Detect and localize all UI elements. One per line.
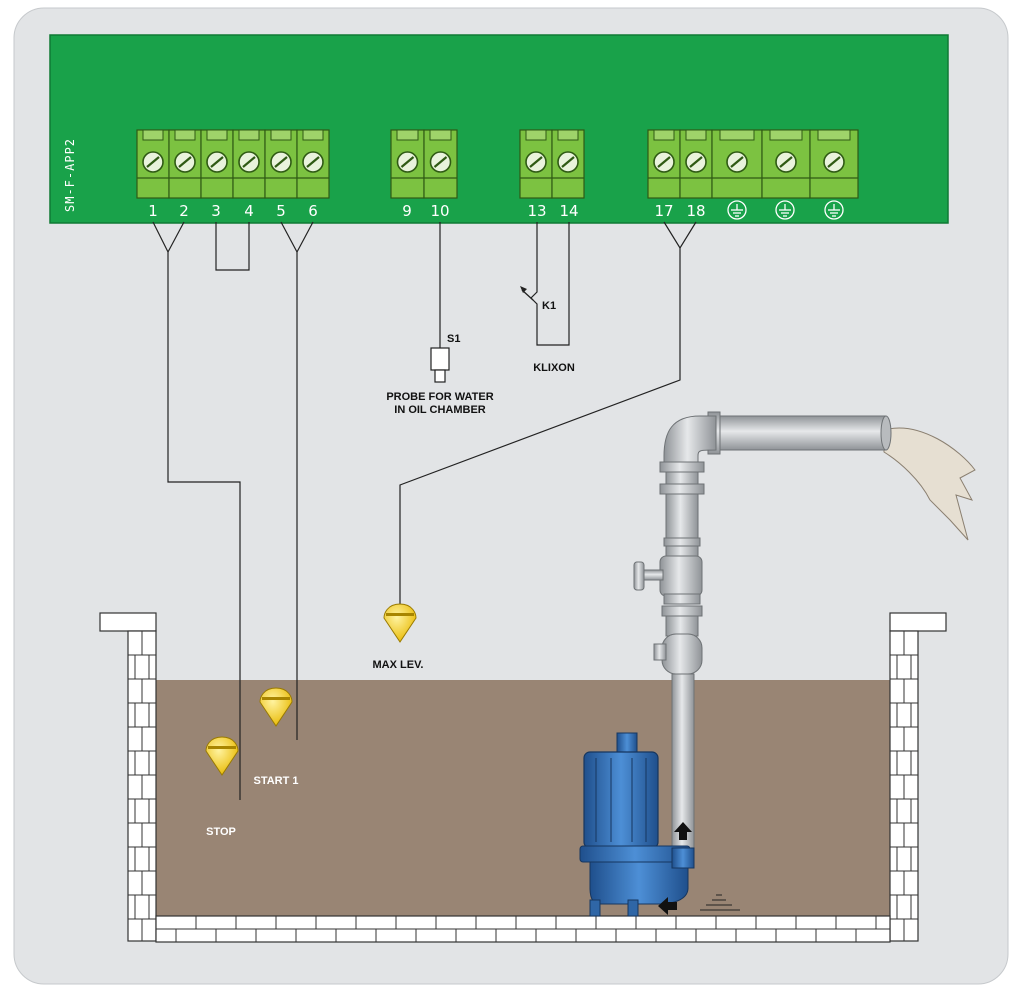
terminal-label: 18 (686, 202, 705, 220)
terminal-label: 14 (559, 202, 578, 220)
terminal-label: 9 (402, 202, 412, 220)
screw-icon (725, 150, 749, 174)
terminal-block (264, 129, 298, 199)
screw-icon (652, 150, 676, 174)
ground-terminal-block (809, 129, 859, 199)
ground-icon (775, 200, 795, 220)
terminal-block (200, 129, 234, 199)
probe-label-line2: IN OIL CHAMBER (394, 404, 486, 416)
terminal-label: 5 (276, 202, 286, 220)
screw-icon (301, 150, 325, 174)
terminal-strip (136, 129, 859, 199)
terminal-block (551, 129, 585, 199)
screw-icon (556, 150, 580, 174)
arrow-up-icon (674, 822, 692, 840)
probe-icon (430, 347, 450, 383)
klixon-id-label: K1 (542, 300, 556, 312)
floor-bricks (155, 915, 891, 943)
terminal-block (136, 129, 170, 199)
klixon-label: KLIXON (533, 362, 575, 374)
board-model-label: SM-F-APP2 (63, 138, 77, 212)
ground-terminal-block (711, 129, 763, 199)
probe-label-line1: PROBE FOR WATER (386, 391, 493, 403)
terminal-block (390, 129, 425, 199)
terminal-block (232, 129, 266, 199)
terminal-block (519, 129, 553, 199)
control-board: SM-F-APP2 1 2 3 4 5 6 9 10 13 14 17 18 (49, 34, 949, 224)
wiring (152, 221, 697, 800)
screw-icon (822, 150, 846, 174)
screw-icon (684, 150, 708, 174)
thermal-switch-symbol (520, 286, 534, 301)
screw-icon (269, 150, 293, 174)
terminal-label: 2 (179, 202, 189, 220)
arrow-left-icon (658, 897, 677, 915)
screw-icon (774, 150, 798, 174)
water-body (156, 680, 890, 916)
ground-icon (824, 200, 844, 220)
start-label: START 1 (253, 775, 298, 787)
screw-icon (429, 150, 452, 174)
terminal-label: 13 (527, 202, 546, 220)
terminal-block (647, 129, 681, 199)
terminal-label: 4 (244, 202, 254, 220)
terminal-block (423, 129, 458, 199)
probe-id-label: S1 (447, 333, 460, 345)
screw-icon (237, 150, 261, 174)
screw-icon (524, 150, 548, 174)
left-brick-wall (99, 612, 157, 942)
terminal-label: 3 (211, 202, 221, 220)
terminal-label: 10 (430, 202, 449, 220)
terminal-block (168, 129, 202, 199)
screw-icon (141, 150, 165, 174)
ground-icon (727, 200, 747, 220)
screw-icon (205, 150, 229, 174)
screw-icon (396, 150, 419, 174)
terminal-label: 6 (308, 202, 318, 220)
sediment-mark (700, 894, 740, 911)
right-brick-wall (889, 612, 947, 942)
discharge-pipe (633, 411, 976, 855)
submersible-pump (579, 732, 695, 917)
screw-icon (173, 150, 197, 174)
ground-terminal-block (761, 129, 811, 199)
max-level-label: MAX LEV. (373, 659, 424, 671)
terminal-label: 17 (654, 202, 673, 220)
terminal-block (679, 129, 713, 199)
terminal-block (296, 129, 330, 199)
terminal-label: 1 (148, 202, 158, 220)
stop-label: STOP (206, 826, 236, 838)
